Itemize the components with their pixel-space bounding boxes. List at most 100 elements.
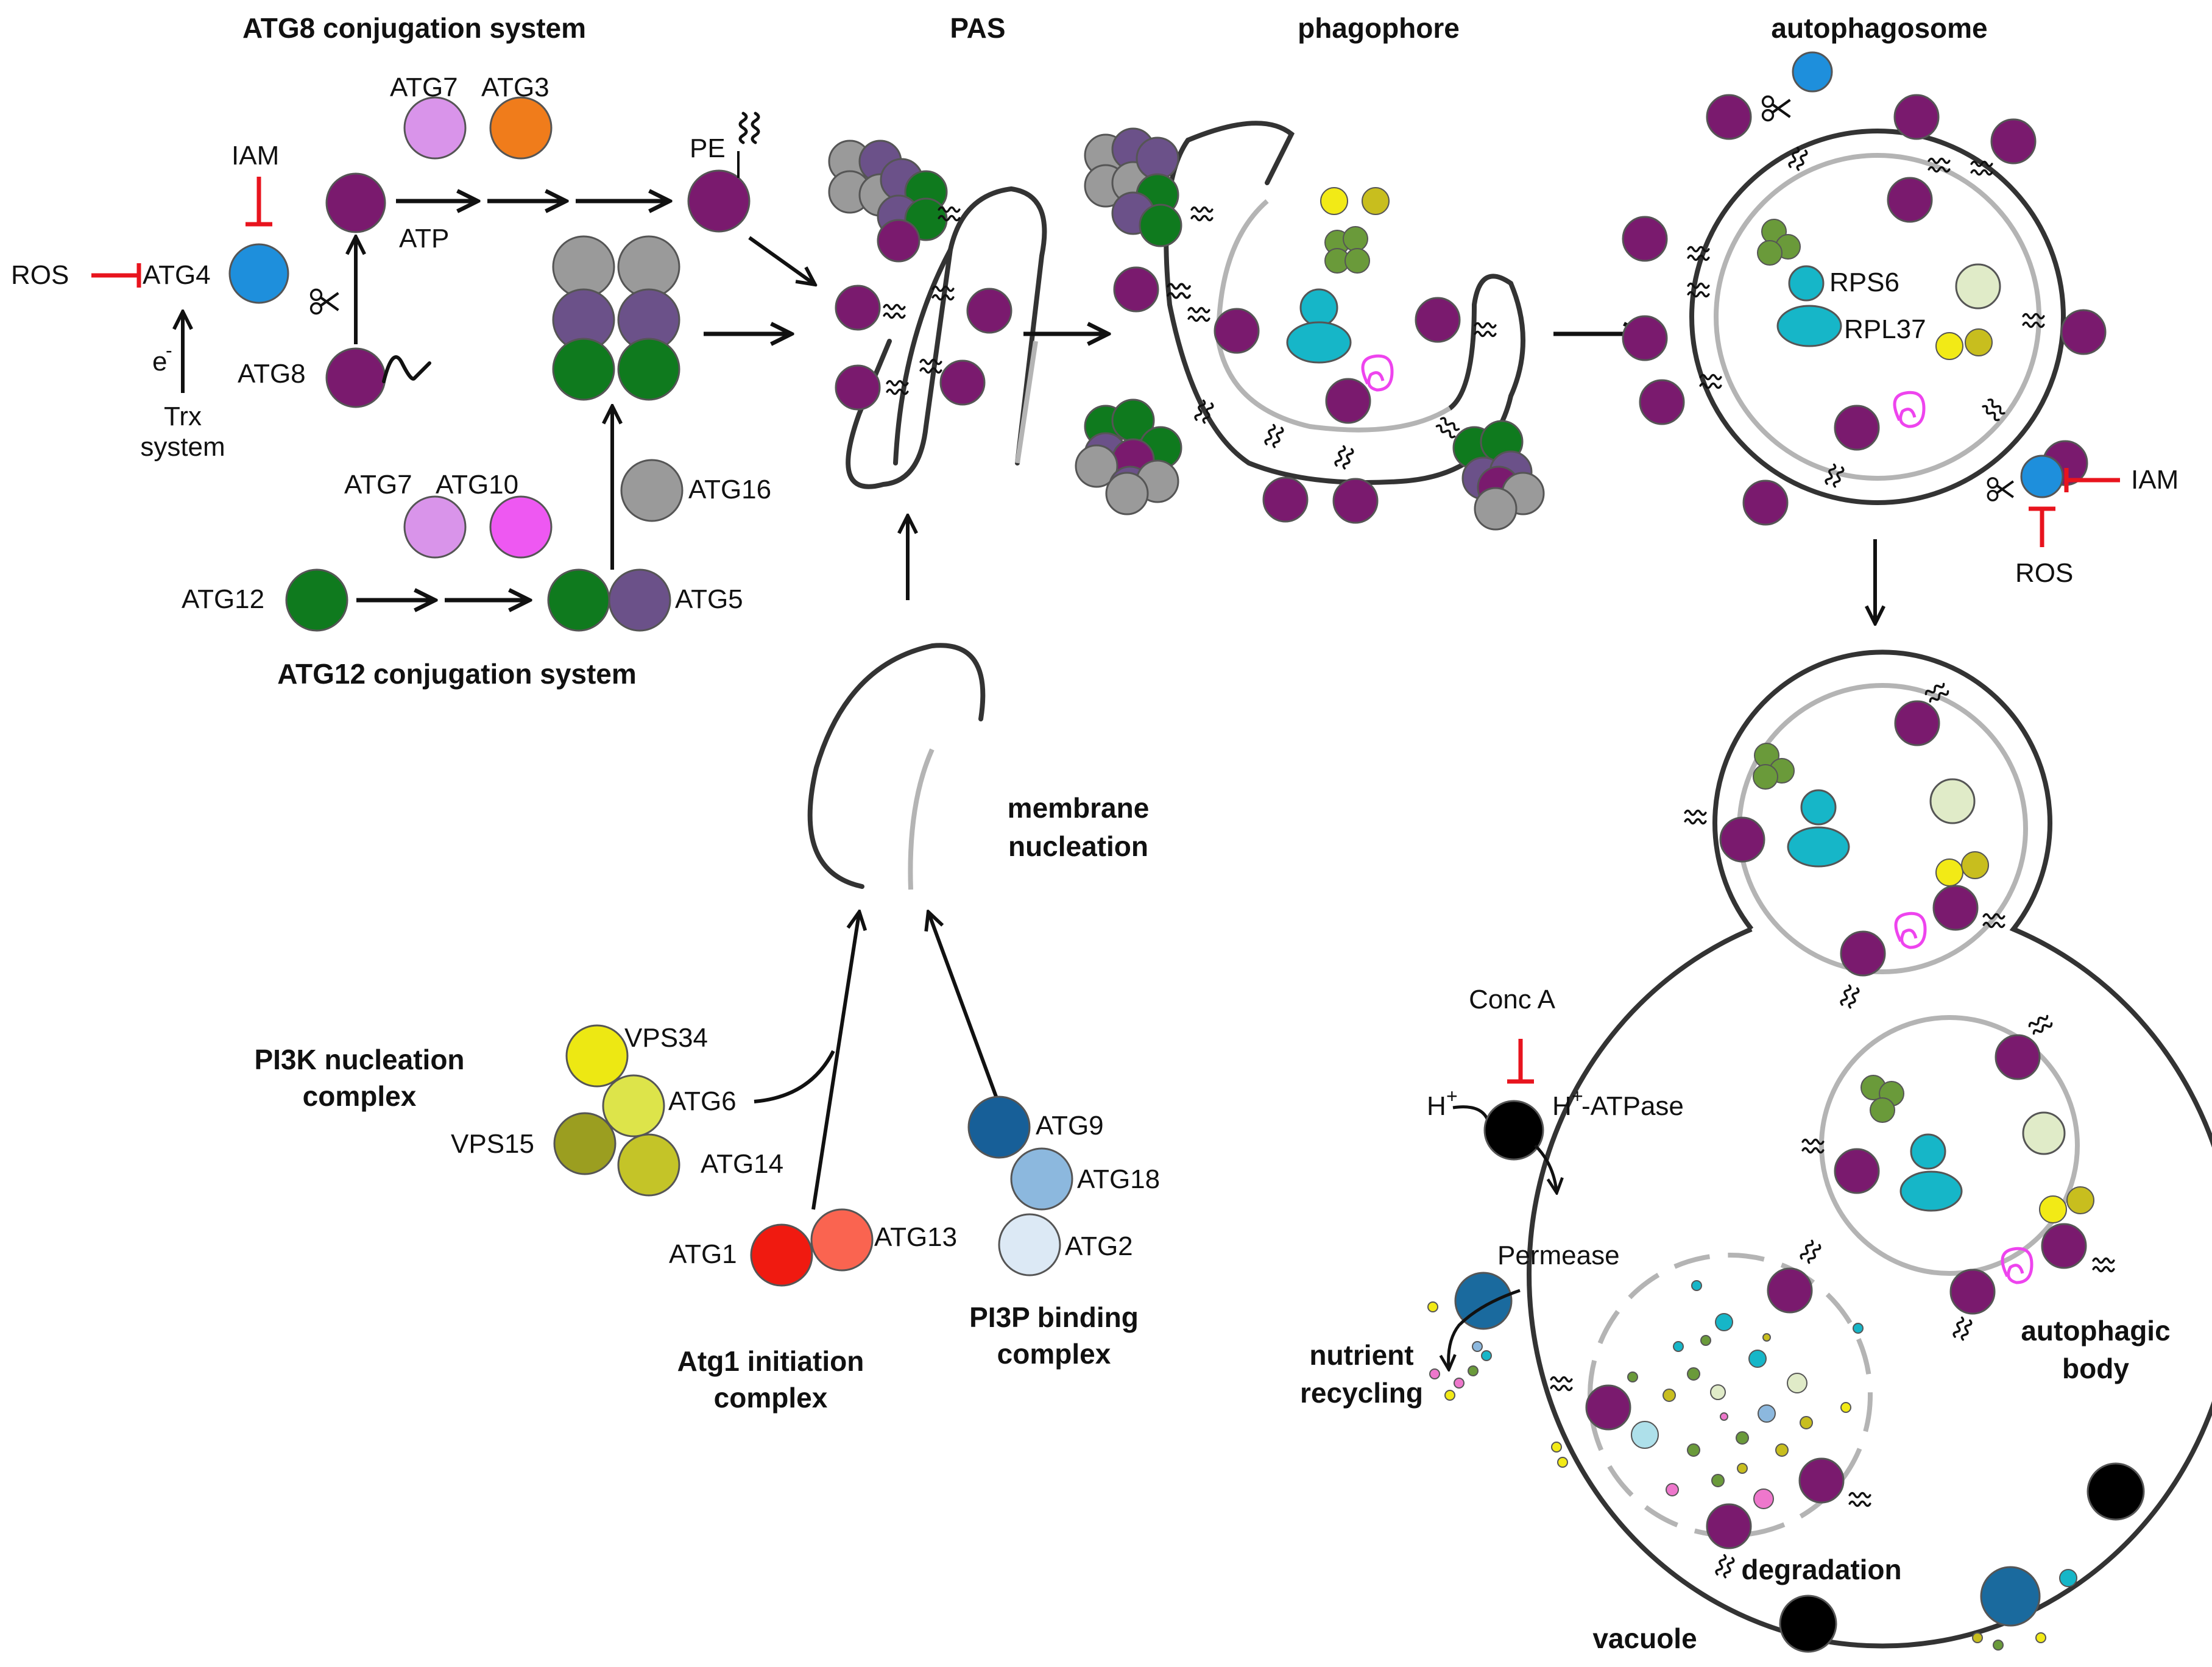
phagophore-atg8 (1415, 297, 1461, 343)
rps6-label: RPS6 (1829, 267, 1899, 297)
pas-title: PAS (950, 12, 1005, 44)
cargo-olive-cluster (1757, 219, 1801, 266)
ribosome-small-subunit (1788, 265, 1825, 302)
atg10-label: ATG10 (436, 470, 518, 500)
protein-aggregate-icon (1894, 911, 1927, 949)
vacuole-structure: autophagic body (1300, 649, 2212, 1654)
phagophore-atg-complex-bottom-right (1452, 420, 1545, 531)
phagophore-title: phagophore (1298, 12, 1460, 44)
proton-path-in (1452, 1105, 1491, 1128)
vacuole-atg8 (1995, 1034, 2041, 1080)
atg10-e2 (489, 495, 553, 559)
autophagic-body-2 (1819, 1015, 2080, 1276)
atg8-processed (325, 172, 386, 233)
pe-lipid-anchor-icon (1714, 1553, 1736, 1579)
cargo-pale-green (1929, 778, 1976, 824)
pi3p-title-1: PI3P binding (969, 1301, 1139, 1333)
vps34-label: VPS34 (624, 1023, 708, 1053)
pe-lipid-anchor-icon (1848, 1492, 1871, 1507)
atg16-label: ATG16 (688, 475, 771, 504)
vacuole-atg8 (1706, 1503, 1752, 1549)
scissors-icon (1987, 476, 2015, 502)
arrow-icon (929, 914, 1006, 1119)
atg6-protein (602, 1074, 665, 1138)
pi3k-connector (754, 1050, 835, 1103)
pas-atg8 (966, 288, 1012, 334)
vps15-label: VPS15 (451, 1129, 534, 1159)
vps34-protein (565, 1024, 629, 1088)
autophagosome-structure: RPS6 RPL37 IAM ROS (1622, 51, 2178, 621)
phagophore-outer-membrane (1164, 138, 1525, 485)
autophagosome-title: autophagosome (1771, 12, 1987, 44)
phagophore-structure (1075, 121, 1642, 531)
protein-aggregate-icon (1361, 354, 1394, 392)
atg13-label: ATG13 (874, 1222, 957, 1252)
pe-lipid-anchor-icon (1334, 444, 1355, 470)
membrane-nucleation: membrane nucleation (807, 643, 1150, 1210)
atg3-label: ATG3 (481, 73, 549, 102)
atg12-system-title: ATG12 conjugation system (277, 658, 637, 690)
atg2-label: ATG2 (1065, 1231, 1133, 1261)
atg12-label: ATG12 (182, 584, 264, 614)
arrow-icon (748, 236, 813, 283)
atg7-e1 (403, 96, 467, 160)
atg7-label-b: ATG7 (344, 470, 412, 500)
degradation-title: degradation (1741, 1554, 1901, 1585)
pas-atg8 (835, 285, 881, 331)
nutrient-recycling-title-2: recycling (1300, 1377, 1423, 1409)
pe-lipid-anchor-icon (1187, 306, 1210, 322)
phagophore-tip (1186, 121, 1295, 185)
atg8-system-title: ATG8 conjugation system (242, 12, 586, 44)
vacuole-membrane (1527, 649, 2212, 1649)
autophagosome-atg8 (1990, 118, 2037, 165)
atg1-protein (750, 1223, 813, 1287)
phagophore-atg8 (1325, 378, 1371, 424)
autophagosome-atg8 (1622, 315, 1668, 361)
cargo-olive-cluster (1324, 226, 1370, 274)
autophagosome-atg8 (1706, 94, 1752, 140)
membrane-nucleation-title-2: nucleation (1008, 830, 1148, 862)
vacuole-atg8 (1834, 1148, 1880, 1194)
cargo-yellow (2039, 1195, 2067, 1223)
pas-atg8 (877, 219, 920, 263)
ribosome-large-subunit (1899, 1170, 1963, 1212)
atg16-complex-circle (552, 235, 615, 299)
vacuole-atg8 (1949, 1269, 1996, 1315)
recycled-nutrient (2059, 1569, 2077, 1587)
atg14-label: ATG14 (701, 1149, 783, 1179)
atg8-pe-conjugate (687, 169, 751, 233)
cargo-pale-green (1955, 263, 2001, 310)
h-atpase-prefix: H (1552, 1091, 1572, 1121)
arrow-icon (1534, 1144, 1557, 1191)
pe-lipid-anchor-icon (2092, 1257, 2115, 1273)
pi3p-title-2: complex (997, 1338, 1111, 1370)
atg14-protein (617, 1133, 680, 1197)
atg5-label: ATG5 (675, 584, 743, 614)
vacuole-atg8 (1767, 1267, 1813, 1314)
pe-label: PE (690, 133, 726, 163)
cargo-yellow-dark (1961, 851, 1989, 879)
membrane-nucleation-title-1: membrane (1008, 792, 1150, 824)
h-atpase-pump-b (2087, 1462, 2145, 1521)
atg4-protease (228, 243, 289, 304)
ribosome-large-subunit (1776, 305, 1842, 347)
phagophore-atg-complex-top (1084, 127, 1182, 247)
degradation-debris (1627, 1280, 1864, 1509)
atg7-e1-b (403, 495, 467, 559)
atg16-protein (620, 459, 684, 522)
atg8-conjugation-system: ROS ATG4 IAM e - Trx system ATG8 ATG7 AT… (11, 73, 813, 462)
pe-lipid-anchor-icon (1798, 1238, 1823, 1265)
electron-superscript: - (166, 339, 172, 361)
pi3k-title-1: PI3K nucleation (254, 1044, 464, 1075)
autophagic-body-1 (1737, 683, 2028, 974)
atg4-label: ATG4 (143, 260, 211, 290)
atg4-protease-c (2020, 455, 2064, 498)
nutrient-recycling-title-1: nutrient (1309, 1339, 1413, 1371)
pas-structure (828, 140, 1106, 600)
ribosome-large-subunit (1787, 826, 1850, 868)
pe-lipid-anchor-icon (1550, 1376, 1573, 1392)
atg3-e2 (489, 96, 553, 160)
h-atpase-superscript: + (1572, 1085, 1583, 1107)
atg12-atg5-conjugate-b (608, 568, 671, 632)
